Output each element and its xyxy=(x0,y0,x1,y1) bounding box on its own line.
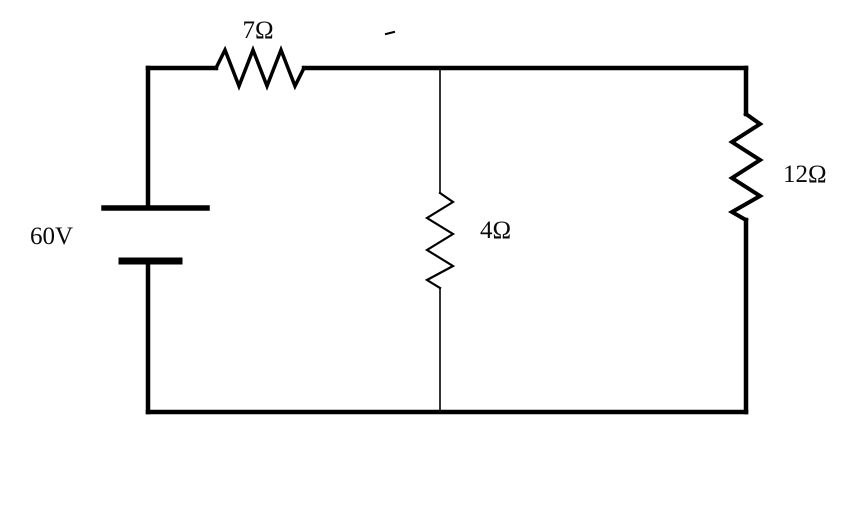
stray-mark xyxy=(384,30,396,36)
resistor-7ohm-label: 7Ω xyxy=(242,17,273,44)
resistor-4ohm-symbol xyxy=(424,191,456,290)
resistor-12ohm-symbol xyxy=(727,111,764,223)
resistor-4ohm-label: 4Ω xyxy=(480,217,511,244)
resistor-12ohm-label: 12Ω xyxy=(783,161,827,188)
battery-voltage-label: 60V xyxy=(30,223,73,250)
resistor-7ohm-symbol xyxy=(213,45,307,91)
